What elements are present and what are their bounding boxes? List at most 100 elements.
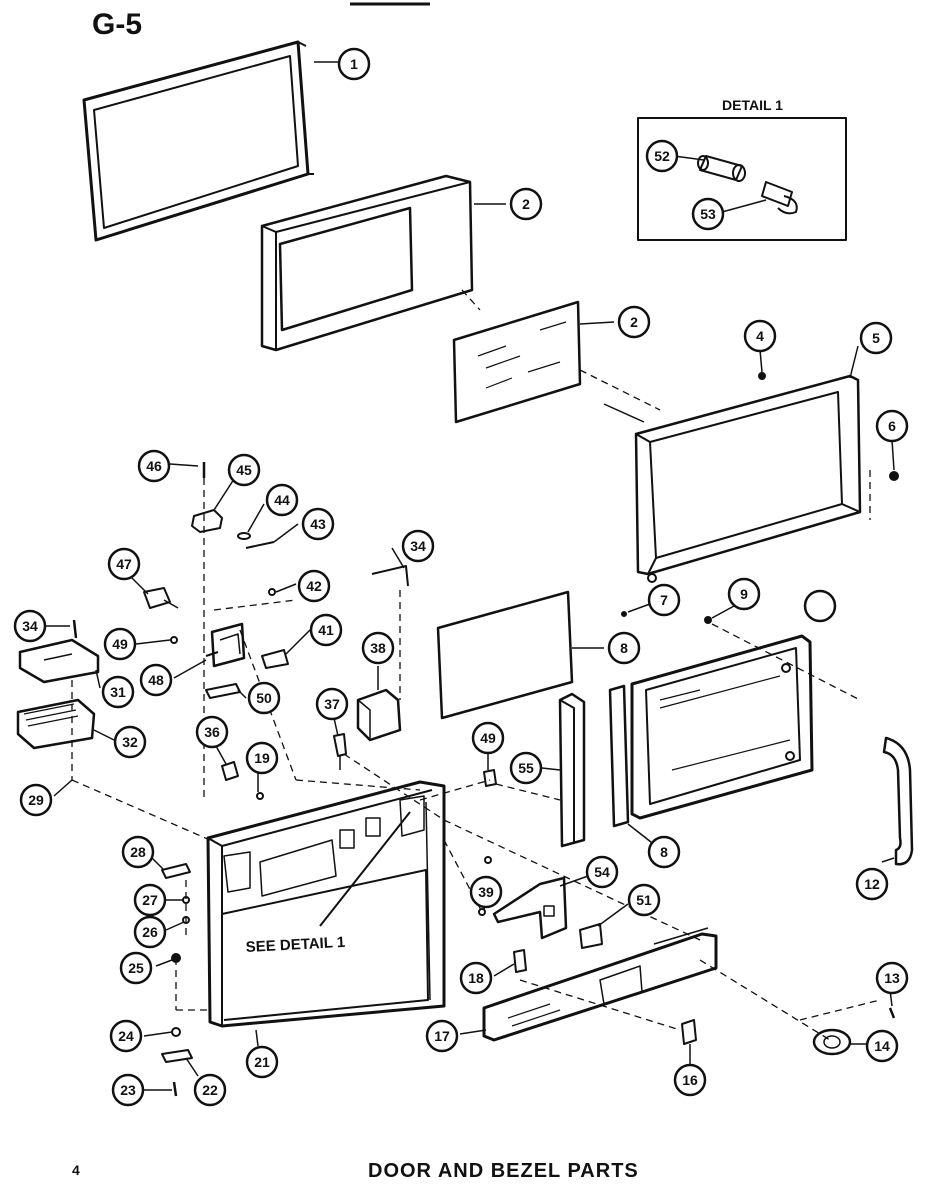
callout-circle <box>803 589 837 623</box>
callout-number: 5 <box>872 330 880 346</box>
callout-circle <box>301 507 335 541</box>
callout-circle <box>471 721 505 755</box>
callout-number: 49 <box>112 636 128 652</box>
callout-number: 45 <box>236 462 252 478</box>
callout-circle <box>875 409 909 443</box>
callout-c18: 18 <box>459 961 493 995</box>
callout-number: 39 <box>478 884 494 900</box>
callout-c34a: 34 <box>13 609 47 643</box>
callout-c32: 32 <box>113 725 147 759</box>
callout-c53: 53 <box>691 197 725 231</box>
callout-c45: 45 <box>227 453 261 487</box>
callout-circle <box>315 687 349 721</box>
callout-c22: 22 <box>193 1073 227 1107</box>
callout-c26: 26 <box>133 915 167 949</box>
callout-c8b: 8 <box>647 835 681 869</box>
callout-number: 50 <box>256 690 272 706</box>
callout-number: 17 <box>434 1028 450 1044</box>
callout-c46: 46 <box>137 449 171 483</box>
callout-c47: 47 <box>107 547 141 581</box>
callout-circle <box>101 675 135 709</box>
callout-c27: 27 <box>133 883 167 917</box>
callout-number: 24 <box>118 1028 134 1044</box>
diagram-code: G-5 <box>92 8 143 41</box>
callout-circle <box>133 915 167 949</box>
callout-number: 38 <box>370 640 386 656</box>
callout-c9: 9 <box>727 577 761 611</box>
callout-number: 4 <box>756 328 764 344</box>
callout-circle <box>13 609 47 643</box>
callout-c52: 52 <box>645 139 679 173</box>
callout-number: 28 <box>130 844 146 860</box>
callout-circle <box>743 319 777 353</box>
callout-c8a: 8 <box>607 631 641 665</box>
callout-circle <box>247 681 281 715</box>
callout-circle <box>337 47 371 81</box>
diagram-caption: DOOR AND BEZEL PARTS <box>368 1160 639 1182</box>
callout-number: 25 <box>128 960 144 976</box>
callout-c12: 12 <box>855 867 889 901</box>
window-glass-2 <box>452 300 582 424</box>
callout-c34b: 34 <box>401 529 435 563</box>
callout-number: 26 <box>142 924 158 940</box>
callout-c28: 28 <box>121 835 155 869</box>
callout-circle <box>245 741 279 775</box>
callout-c6: 6 <box>875 409 909 443</box>
callout-c43: 43 <box>301 507 335 541</box>
callout-c55: 55 <box>509 751 543 785</box>
callout-number: 55 <box>518 760 534 776</box>
callout-c48: 48 <box>139 663 173 697</box>
callout-c13: 13 <box>875 961 909 995</box>
callout-c41: 41 <box>309 613 343 647</box>
callout-number: 36 <box>204 724 220 740</box>
detail-title: DETAIL 1 <box>722 97 783 113</box>
callout-number: 31 <box>110 684 126 700</box>
callout-circle <box>139 663 173 697</box>
callout-number: 29 <box>28 792 44 808</box>
callout-number: 34 <box>22 618 38 634</box>
callout-circle <box>265 483 299 517</box>
callout-number: 53 <box>700 206 716 222</box>
callout-number: 43 <box>310 516 326 532</box>
assembly-guide-lines <box>71 289 881 1041</box>
callout-number: 49 <box>480 730 496 746</box>
callout-number: 27 <box>142 892 158 908</box>
callout-circle <box>509 187 543 221</box>
callout-c10 <box>803 589 837 623</box>
callout-c17: 17 <box>425 1019 459 1053</box>
callout-circle <box>647 583 681 617</box>
callout-c54: 54 <box>585 855 619 889</box>
callout-leaders <box>44 463 893 1091</box>
callout-circle <box>107 547 141 581</box>
callout-number: 54 <box>594 864 610 880</box>
callout-circle <box>121 835 155 869</box>
callout-c2b: 2 <box>617 305 651 339</box>
callout-number: 46 <box>146 458 162 474</box>
callout-circle <box>425 1019 459 1053</box>
callout-circle <box>459 961 493 995</box>
callout-number: 51 <box>636 892 652 908</box>
callout-number: 21 <box>254 1054 270 1070</box>
lamp-bulb-53 <box>761 181 798 215</box>
callout-c51: 51 <box>627 883 661 917</box>
callout-c23: 23 <box>111 1073 145 1107</box>
callout-circle <box>855 867 889 901</box>
page-number: 4 <box>72 1162 80 1178</box>
callout-number: 2 <box>630 314 638 330</box>
callout-circle <box>227 453 261 487</box>
callout-circle <box>195 715 229 749</box>
callout-c21: 21 <box>245 1045 279 1079</box>
callout-c42: 42 <box>297 569 331 603</box>
callout-c16: 16 <box>673 1063 707 1097</box>
callout-circle <box>111 1073 145 1107</box>
callout-circle <box>585 855 619 889</box>
outer-door-frame-1 <box>82 40 314 242</box>
callout-number: 6 <box>888 418 896 434</box>
callout-c5: 5 <box>859 321 893 355</box>
callout-number: 32 <box>122 734 138 750</box>
callout-circle <box>617 305 651 339</box>
lower-right-parts <box>482 876 896 1056</box>
callout-circle <box>309 613 343 647</box>
callout-number: 1 <box>350 56 358 72</box>
